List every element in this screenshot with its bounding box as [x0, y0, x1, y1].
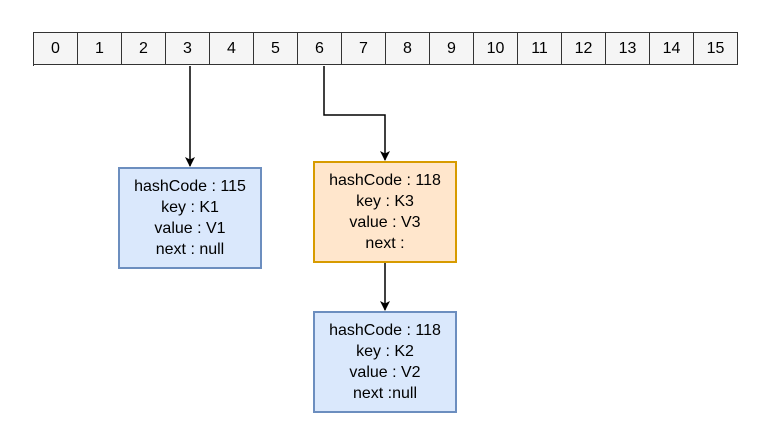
- entry-node-k3: hashCode : 118 key : K3 value : V3 next …: [313, 161, 457, 263]
- array-slot-2: 2: [122, 32, 166, 65]
- array-slot-8: 8: [386, 32, 430, 65]
- node-key: key : K1: [161, 199, 219, 216]
- array-slot-1: 1: [78, 32, 122, 65]
- array-slot-11: 11: [518, 32, 562, 65]
- node-hashcode: hashCode : 118: [329, 322, 441, 339]
- node-value: value : V2: [349, 364, 421, 381]
- node-next: next :: [365, 235, 405, 252]
- array-slot-13: 13: [606, 32, 650, 65]
- node-value: value : V1: [154, 220, 226, 237]
- node-key: key : K3: [356, 193, 414, 210]
- node-key: key : K2: [356, 343, 414, 360]
- array-slot-14: 14: [650, 32, 694, 65]
- array-slot-4: 4: [210, 32, 254, 65]
- node-value: value : V3: [349, 214, 421, 231]
- arrow-slot6-to-k3: [323, 66, 390, 161]
- array-slot-6: 6: [298, 32, 342, 65]
- node-next: next :null: [352, 385, 418, 402]
- array-slot-10: 10: [474, 32, 518, 65]
- array-slot-7: 7: [342, 32, 386, 65]
- entry-node-k1: hashCode : 115 key : K1 value : V1 next …: [118, 167, 262, 269]
- array-slot-0: 0: [34, 32, 78, 65]
- node-hashcode: hashCode : 115: [134, 178, 246, 195]
- array-slot-9: 9: [430, 32, 474, 65]
- array-slot-12: 12: [562, 32, 606, 65]
- node-next: next : null: [155, 241, 225, 258]
- array-slot-5: 5: [254, 32, 298, 65]
- array-slot-3: 3: [166, 32, 210, 65]
- entry-node-k2: hashCode : 118 key : K2 value : V2 next …: [313, 311, 457, 413]
- node-hashcode: hashCode : 118: [329, 172, 441, 189]
- array-slot-15: 15: [694, 32, 738, 65]
